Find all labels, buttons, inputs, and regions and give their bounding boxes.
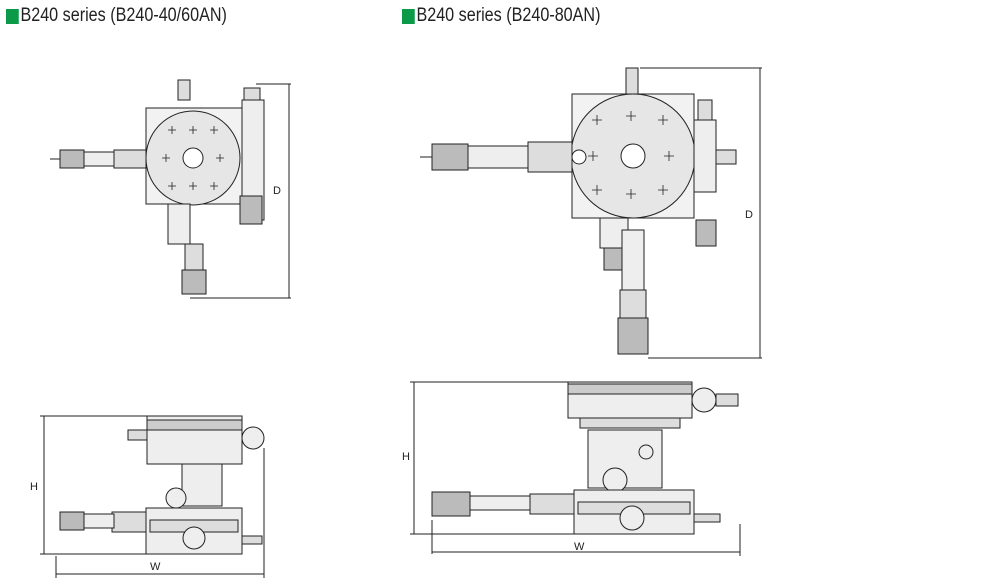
top-view-40-60an: D [50, 79, 291, 299]
dimension-label-d: D [745, 209, 753, 221]
heading-label: B240 series (B240-80AN) [416, 5, 601, 26]
heading-label: B240 series (B240-40/60AN) [20, 5, 227, 26]
dimension-label-w: W [574, 541, 585, 553]
green-square-icon [6, 8, 19, 24]
section-heading-40-60an: B240 series (B240-40/60AN) [6, 5, 227, 27]
green-square-icon [402, 8, 415, 24]
section-heading-80an: B240 series (B240-80AN) [402, 5, 600, 27]
dimension-label-h: H [402, 451, 410, 463]
dimension-label-h: H [30, 481, 38, 493]
side-view-80an: H W [402, 381, 741, 556]
side-view-40-60an: H W [30, 415, 265, 578]
dimension-label-w: W [150, 561, 161, 573]
top-view-80an: D [420, 67, 762, 359]
dimension-label-d: D [273, 185, 281, 197]
